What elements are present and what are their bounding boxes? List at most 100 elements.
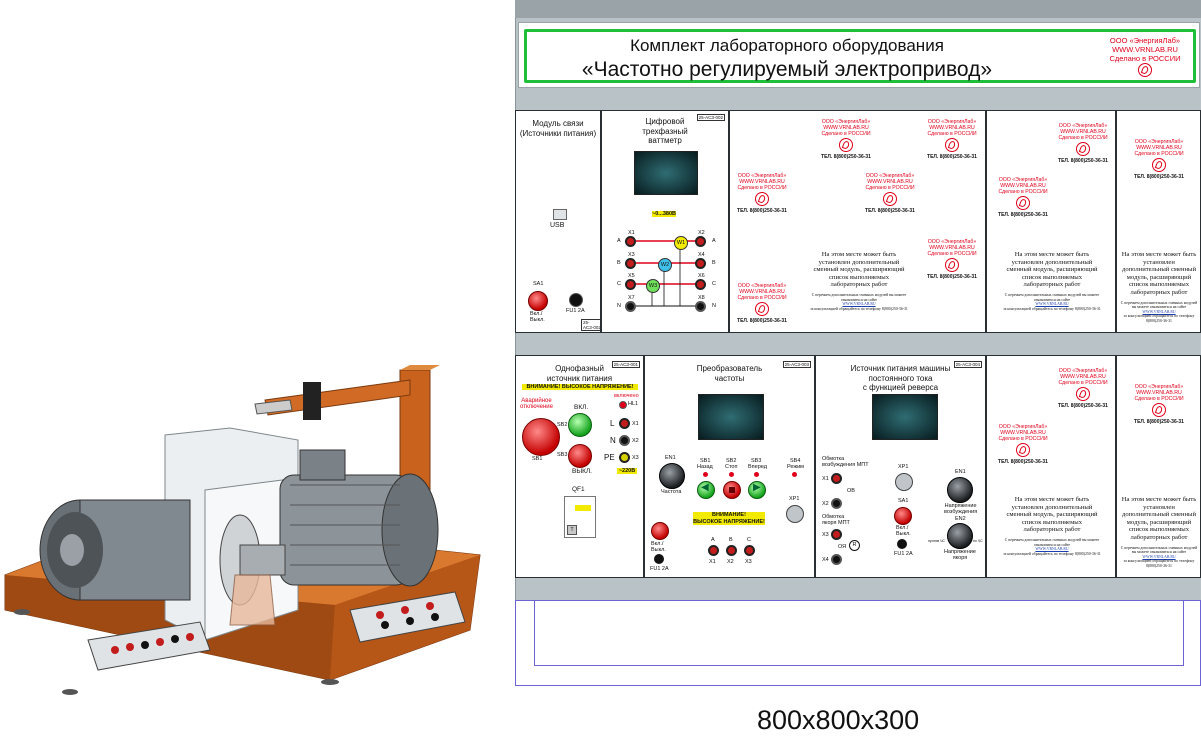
- terminal-x3[interactable]: [625, 258, 636, 269]
- module-single-phase-tag: 25-АСЗ-001: [611, 361, 640, 368]
- off-button[interactable]: [568, 444, 592, 468]
- converter-terminal-x2[interactable]: [726, 545, 737, 556]
- sa1-power-switch[interactable]: [528, 291, 548, 311]
- frequency-knob[interactable]: [659, 463, 685, 489]
- terminal-label-x3: X3: [628, 252, 635, 258]
- on-button[interactable]: [568, 413, 592, 437]
- converter-terminal-x1[interactable]: [708, 545, 719, 556]
- emergency-stop-button[interactable]: [522, 418, 560, 456]
- adv-origin: Сделано в РОССИИ: [927, 251, 977, 258]
- adv-tel: ТЕЛ. 8(800)250-36-31: [1134, 173, 1184, 180]
- converter-power-switch[interactable]: [651, 522, 669, 540]
- meter-w1: W1: [674, 236, 688, 250]
- terminal-x1[interactable]: [625, 236, 636, 247]
- note-url[interactable]: WWW.VRNLAB.RU: [842, 302, 876, 307]
- adv-company: ООО «ЭнергияЛаб»: [1058, 368, 1108, 374]
- adv-company: ООО «ЭнергияЛаб»: [998, 424, 1048, 430]
- forward-button[interactable]: ▶: [748, 481, 766, 499]
- note-url[interactable]: WWW.VRNLAB.RU: [1035, 302, 1069, 307]
- output-label-l: L: [610, 419, 615, 428]
- dc-display: [872, 394, 938, 440]
- terminal-x4[interactable]: [695, 258, 706, 269]
- output-terminal-pe[interactable]: [619, 452, 630, 463]
- terminal-x7[interactable]: [625, 301, 636, 312]
- note-main: На этом месте может быть установлен допо…: [1006, 496, 1098, 534]
- usb-port-icon[interactable]: [553, 209, 567, 220]
- module-communication: Модуль связи (Источники питания) USB SA1…: [515, 110, 601, 333]
- sa1-state-label: Вкл./ Выкл.: [530, 311, 545, 323]
- output-terminal-l[interactable]: [619, 418, 630, 429]
- arrow-left-icon: ◀: [701, 482, 709, 493]
- note-url[interactable]: WWW.VRNLAB.RU: [1142, 554, 1176, 559]
- converter-pin-x2: X2: [727, 559, 734, 565]
- dc-pin-x2: X2: [822, 501, 829, 507]
- adv-site: WWW.VRNLAB.RU: [739, 289, 785, 296]
- adv-tel: ТЕЛ. 8(800)250-36-31: [821, 153, 871, 160]
- dc-fuse-label: FU1 2A: [894, 551, 913, 557]
- back-button[interactable]: ◀: [697, 481, 715, 499]
- adv-tel: ТЕЛ. 8(800)250-36-31: [927, 273, 977, 280]
- dc-terminal-x2[interactable]: [831, 498, 842, 509]
- hl1-label: HL1: [628, 401, 639, 407]
- led-forward: [754, 472, 759, 477]
- qf1-breaker[interactable]: T: [564, 496, 596, 538]
- note-small: С перечнем дополнительных сменных модуле…: [1120, 545, 1198, 555]
- stop-button[interactable]: [723, 481, 741, 499]
- terminal-x2[interactable]: [695, 236, 706, 247]
- fuse-holder[interactable]: [569, 293, 583, 307]
- terminal-x6[interactable]: [695, 279, 706, 290]
- dc-terminal-x3[interactable]: [831, 529, 842, 540]
- module-wattmeter-title: Цифровой трехфазный ваттметр: [642, 117, 688, 145]
- dc-fuse[interactable]: [897, 539, 907, 549]
- note-url[interactable]: WWW.VRNLAB.RU: [1035, 547, 1069, 552]
- phase-label-n-right: N: [712, 303, 716, 309]
- adv-origin: Сделано в РОССИИ: [737, 295, 787, 302]
- adv-origin: Сделано в РОССИИ: [1058, 380, 1108, 387]
- converter-terminal-x3[interactable]: [744, 545, 755, 556]
- adv-tel: ТЕЛ. 8(800)250-36-31: [865, 207, 915, 214]
- qf1-label: QF1: [572, 486, 585, 493]
- sb1-label: SB1: [532, 456, 543, 462]
- adv-company: ООО «ЭнергияЛаб»: [927, 119, 977, 125]
- converter-fuse[interactable]: [654, 554, 664, 564]
- adv-company: ООО «ЭнергияЛаб»: [737, 173, 787, 179]
- note-main: На этом месте может быть установлен допо…: [1121, 251, 1197, 296]
- adv-tel: ТЕЛ. 8(800)250-36-31: [1058, 402, 1108, 409]
- note-contact: за консультацией обращайтесь по телефону…: [1123, 559, 1195, 568]
- dc-terminal-x4[interactable]: [831, 554, 842, 565]
- converter-phase-c: C: [747, 537, 751, 543]
- armature-voltage-knob[interactable]: [947, 523, 973, 549]
- dc-terminal-x1[interactable]: [831, 473, 842, 484]
- output-terminal-n[interactable]: [619, 435, 630, 446]
- adv-site: WWW.VRNLAB.RU: [823, 125, 869, 132]
- dc-power-switch[interactable]: [894, 507, 912, 525]
- dc-xp1-connector[interactable]: [895, 473, 913, 491]
- terminal-x8[interactable]: [695, 301, 706, 312]
- terminal-x5[interactable]: [625, 279, 636, 290]
- converter-pin-x3: X3: [745, 559, 752, 565]
- note-url[interactable]: WWW.VRNLAB.RU: [1142, 309, 1176, 314]
- adv-company: ООО «ЭнергияЛаб»: [1058, 123, 1108, 129]
- adv-company: ООО «ЭнергияЛаб»: [737, 283, 787, 289]
- adv-site: WWW.VRNLAB.RU: [1136, 390, 1182, 397]
- dc-en2-label: EN2: [955, 516, 966, 522]
- rig-top-strip: [515, 0, 1201, 18]
- placeholder-note: На этом месте может быть установлен допо…: [1119, 496, 1199, 569]
- sb2-id: SB2: [726, 458, 737, 464]
- xp1-connector[interactable]: [786, 505, 804, 523]
- adv-origin: Сделано в РОССИИ: [865, 185, 915, 192]
- field-voltage-knob[interactable]: [947, 477, 973, 503]
- terminal-label-x6: X6: [698, 273, 705, 279]
- sb3-label: SB3: [557, 452, 568, 458]
- dc-pin-x1: X1: [822, 476, 829, 482]
- adv-origin: Сделано в РОССИИ: [821, 131, 871, 138]
- placeholder-note: На этом месте может быть установлен допо…: [1119, 251, 1199, 324]
- lab-rig-frame: [515, 0, 1201, 686]
